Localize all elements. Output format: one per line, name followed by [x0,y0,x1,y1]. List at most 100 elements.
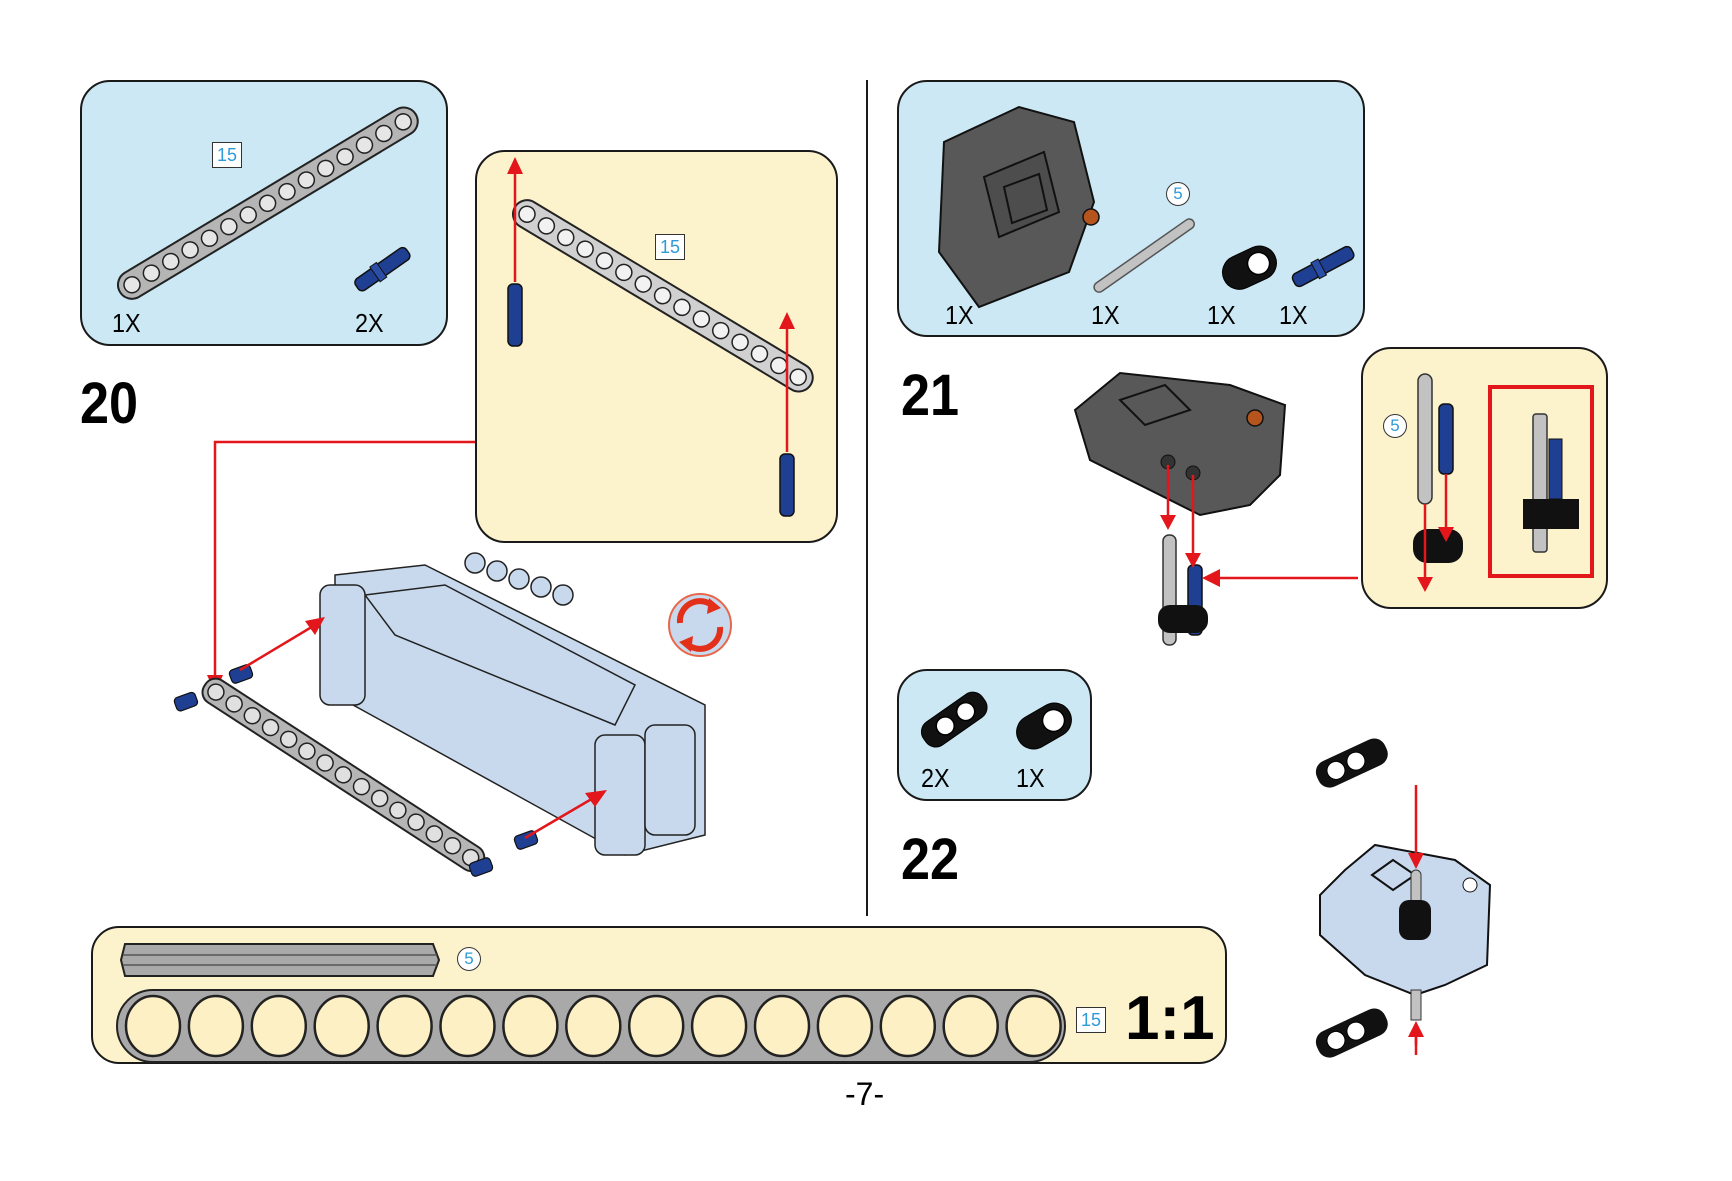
step-number: 22 [901,827,960,892]
model-assembly-image [173,552,706,877]
ruler-hole [1005,994,1062,1058]
ruler-hole [690,994,748,1058]
step22-parts-panel: 2X 1X [897,669,1092,801]
beam-hole [692,310,711,328]
quantity-label: 1X [1279,300,1308,330]
ruler-hole [313,994,370,1058]
beam-hole [352,777,371,796]
beam-hole [142,264,161,282]
highlight-box [1488,385,1594,578]
ruler-hole [124,994,182,1058]
beam-hole [518,205,536,223]
beam-hole [316,159,335,178]
connector-icon [1016,702,1072,750]
beam-hole [443,836,462,855]
model-stud [486,560,508,582]
beam-hole [279,730,298,749]
scale-ratio: 1:1 [1125,984,1215,1053]
motor-assembly-image [1315,738,1492,1058]
beam-hole [394,113,412,131]
beam-hole [653,286,672,305]
length-label-beam: 15 [1076,1007,1106,1033]
page-number: -7- [845,1076,885,1112]
ruler-hole [439,994,496,1058]
pin-icon [507,283,795,517]
beam-hole [375,124,393,143]
length-label-axle: 5 [1383,414,1407,438]
beam-icon [507,157,814,517]
beam-icon [116,989,1066,1063]
step20-subassembly-panel: 15 [475,150,838,543]
arrow-icon [507,157,795,452]
beam-hole [200,229,219,247]
quantity-label: 1X [1207,300,1236,330]
model-stud [508,568,530,590]
step21-parts-panel: 5 1X 1X 1X 1X [897,80,1365,337]
beam-hole [355,136,374,154]
beam-hole [711,321,730,340]
ruler-hole [879,994,937,1058]
beam-hole [220,217,238,236]
beam-hole [556,228,575,247]
beam-hole [316,754,334,772]
model-stud [530,576,552,598]
length-label-axle: 5 [1166,182,1190,206]
beam-hole [731,333,749,351]
ruler-hole [565,994,622,1058]
beam-hole [297,171,316,189]
quantity-label: 1X [112,308,141,338]
ruler-hole [376,994,433,1058]
axle-icon [119,943,441,977]
connector-icon [1222,245,1277,290]
ruler-hole [627,994,685,1058]
axle-pin-connector-image [1413,373,1594,592]
ruler-hole [816,994,874,1058]
beam-hole [370,789,389,808]
step20-parts-panel: 15 1X 2X [80,80,448,346]
motor-assembly-image [1073,371,1287,646]
beam-hole [161,252,180,271]
beam-hole [389,801,407,820]
beam-hole [225,695,243,713]
step-number: 20 [80,371,139,436]
beam-hole [634,275,652,293]
beam-hole [181,241,199,259]
beam-hole [789,368,807,386]
ruler-hole [187,994,245,1058]
beam-hole [425,825,444,843]
quantity-label: 1X [1091,300,1120,330]
beam-hole [261,718,280,737]
beam-hole [258,194,277,213]
pin-icon [354,246,411,292]
beam-hole [243,706,262,725]
quantity-label: 2X [355,308,384,338]
ruler-hole [753,994,811,1058]
beam-hole [615,263,633,282]
beam-hole [336,148,354,166]
model-stud [464,552,486,574]
beam-hole [407,813,425,831]
beam-icon [117,106,419,300]
beam-hole [673,298,691,317]
pin-icon [1291,245,1355,288]
beam-hole [576,240,594,258]
step21-subassembly-panel: 5 [1361,347,1608,609]
beam-hole [770,356,788,375]
beam-hole [595,252,614,270]
column-divider [866,80,868,916]
quantity-label: 1X [945,300,974,330]
model-stud [552,584,574,606]
ruler-hole [502,994,559,1058]
scale-ruler-panel: 5 15 1:1 [91,926,1227,1064]
ruler-hole [942,994,999,1058]
quantity-label: 1X [1016,763,1045,793]
rotate-icon [668,593,732,657]
axle-icon [1093,218,1195,293]
beam-hole [239,206,257,224]
length-label-axle: 5 [457,947,481,971]
length-label-beam: 15 [655,234,685,260]
length-label-beam: 15 [212,142,242,168]
beam-hole [123,276,141,294]
beam-hole [334,766,353,784]
beam-hole [298,742,316,760]
